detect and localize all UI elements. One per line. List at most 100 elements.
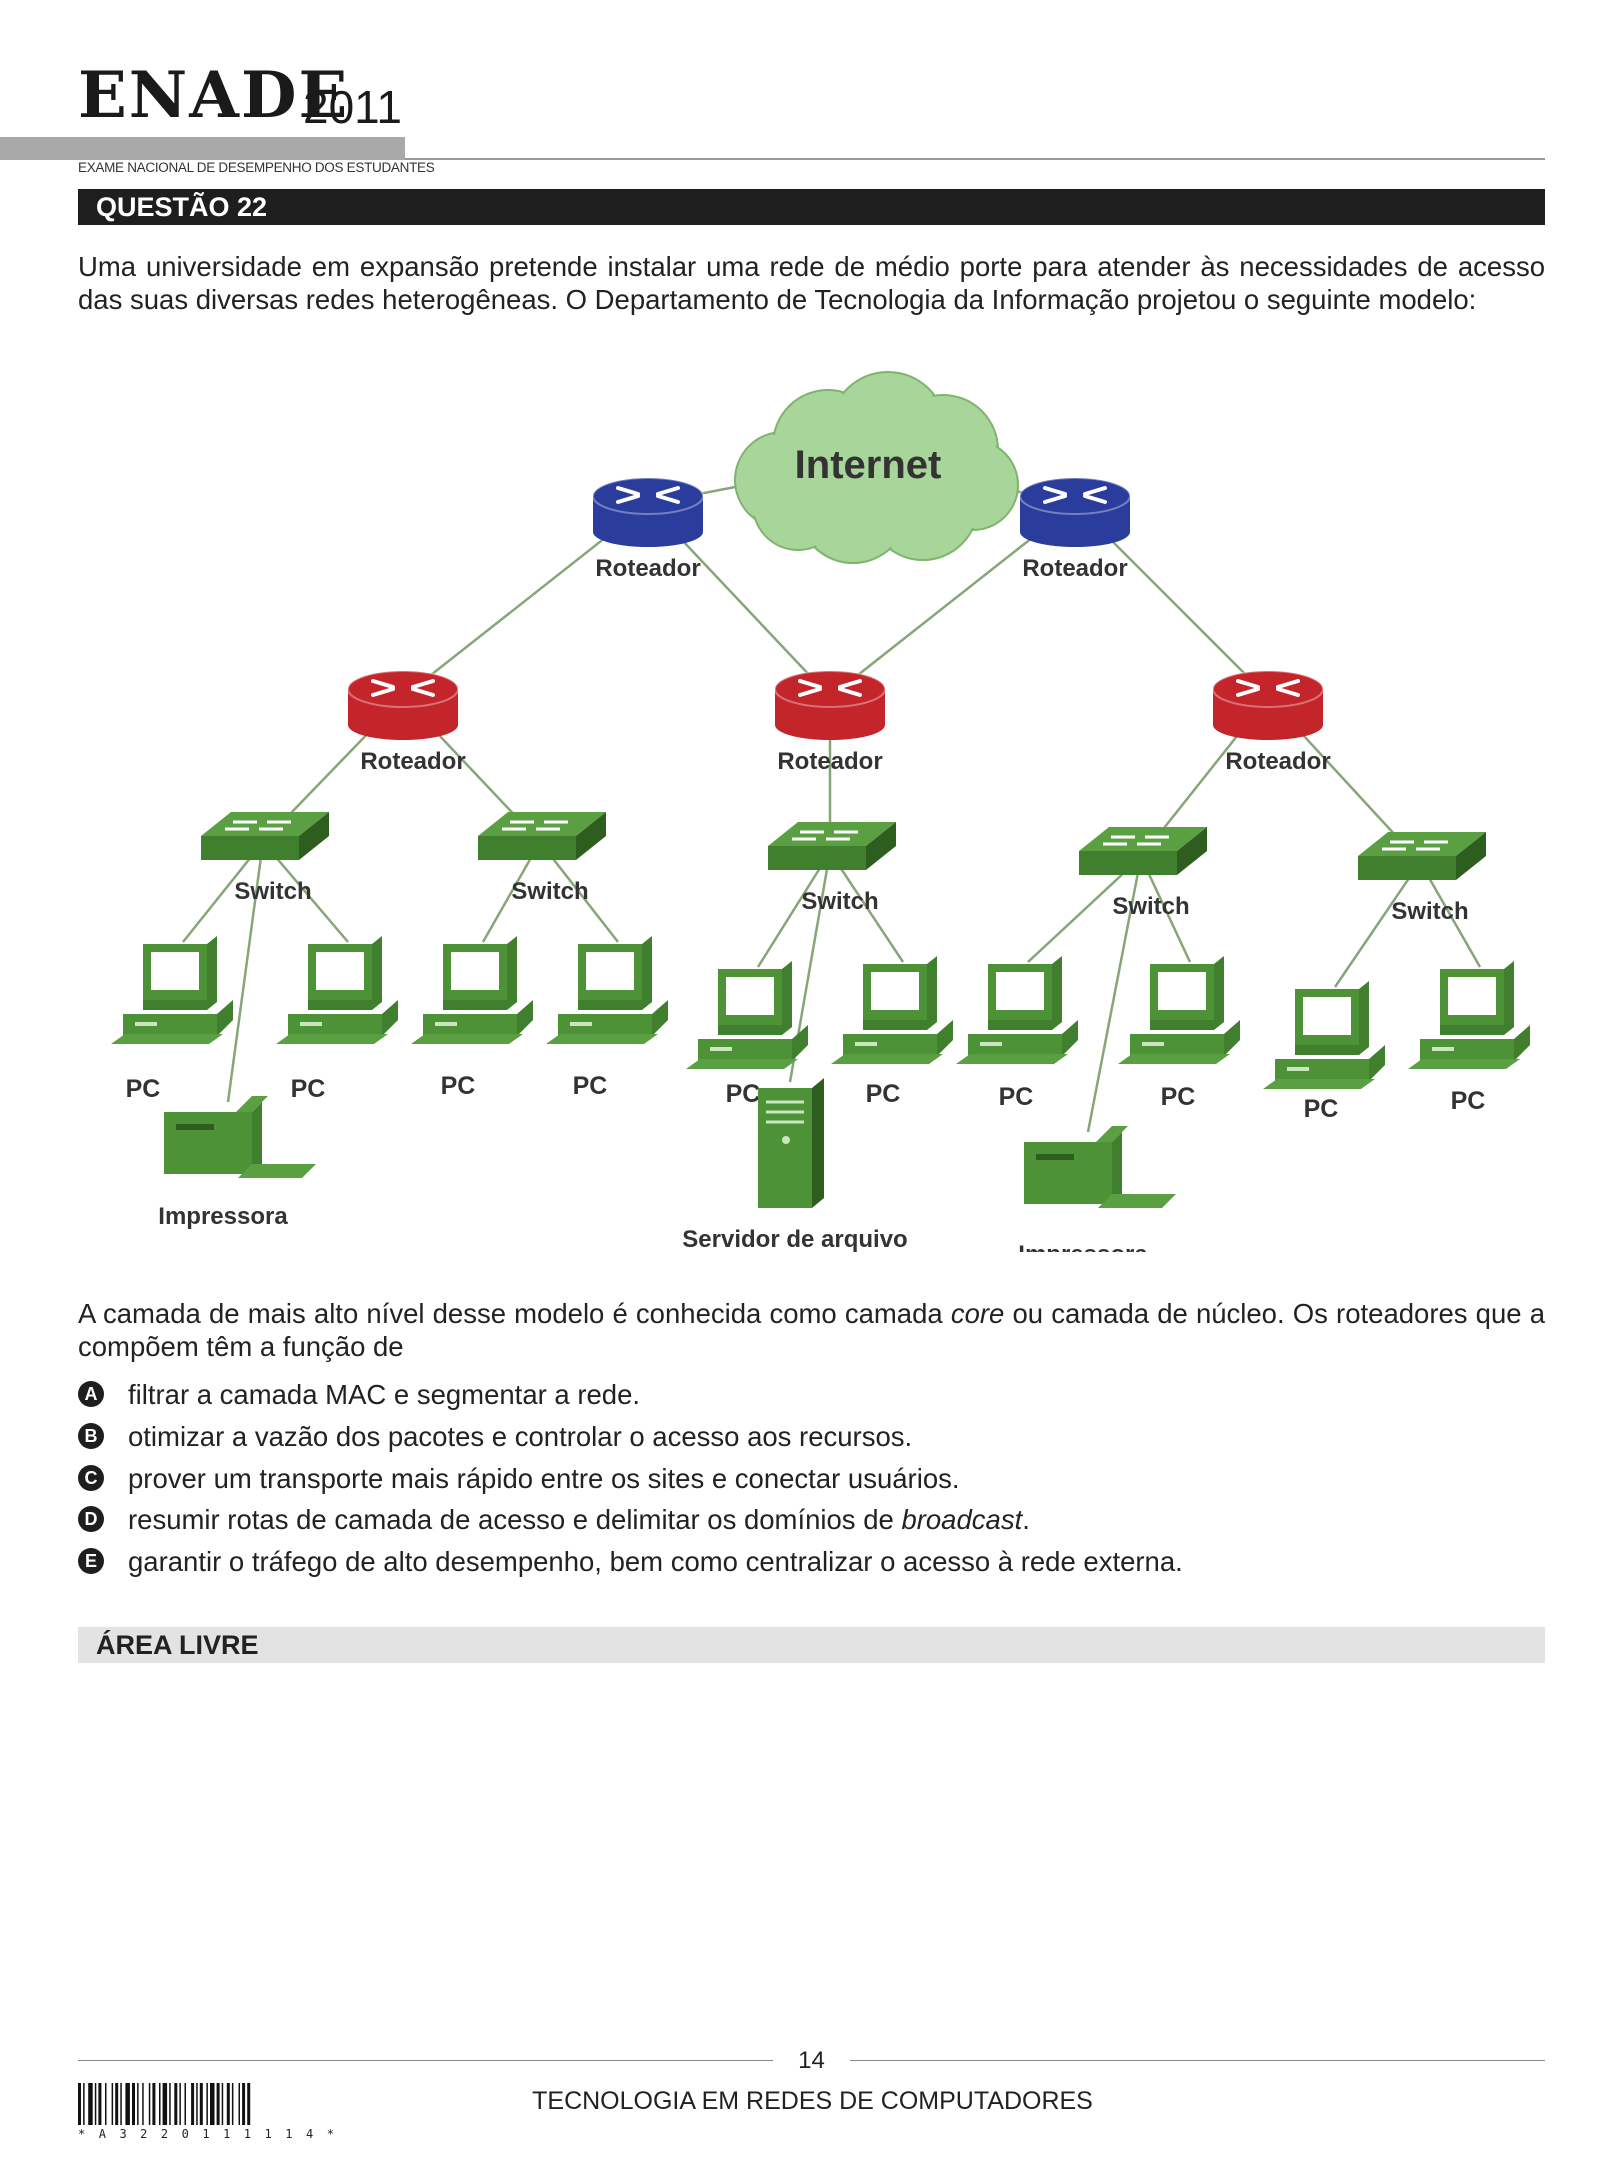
pc-label: PC (1161, 1083, 1196, 1111)
switch-label: Switch (1391, 898, 1468, 925)
free-area-title: ÁREA LIVRE (96, 1630, 259, 1660)
header-accent-bar (0, 137, 405, 160)
barcode-bar (247, 2083, 251, 2125)
option-text-tail: . (1022, 1504, 1030, 1535)
barcode-bar (159, 2083, 161, 2125)
distribution-router-icon (346, 669, 460, 742)
pc-label: PC (291, 1075, 326, 1103)
question-title: QUESTÃO 22 (96, 192, 268, 222)
stem-text-after: ou camada de núcleo. Os roteadores que a… (78, 1298, 1545, 1362)
printer-icon (164, 1096, 316, 1178)
pc-icon (956, 956, 1078, 1064)
switch-icon (476, 810, 608, 862)
option-text: garantir o tráfego de alto desempenho, b… (128, 1546, 1183, 1577)
barcode-bar (221, 2083, 224, 2125)
barcode-bar (210, 2083, 215, 2125)
switch-label: Switch (234, 878, 311, 905)
footer-divider-left (78, 2060, 773, 2061)
barcode-bar (125, 2083, 130, 2125)
distribution-router-label: Roteador (777, 748, 882, 775)
option-text: resumir rotas de camada de acesso e deli… (128, 1504, 902, 1535)
barcode-bar (94, 2083, 97, 2125)
link-line (1086, 856, 1143, 1133)
option-text-group: resumir rotas de camada de acesso e deli… (128, 1503, 1030, 1536)
barcode-bar (120, 2083, 122, 2125)
pc-label: PC (441, 1072, 476, 1100)
pc-icon (411, 936, 533, 1044)
question-stem: A camada de mais alto nível desse modelo… (78, 1297, 1545, 1363)
barcode-bar (191, 2083, 195, 2125)
barcode-bar (169, 2083, 171, 2125)
barcode-bar (152, 2083, 156, 2125)
distribution-router-icon (1211, 669, 1325, 742)
option-letter: C (78, 1465, 104, 1491)
pc-label: PC (1451, 1087, 1486, 1115)
barcode-bar (162, 2083, 168, 2125)
link-line (828, 851, 905, 963)
barcode-bar (184, 2083, 186, 2125)
switch-icon (766, 820, 898, 872)
barcode-bar (98, 2083, 102, 2125)
pc-icon (1118, 956, 1240, 1064)
internet-label: Internet (795, 443, 942, 487)
pc-icon (1263, 981, 1385, 1089)
link-line (1333, 861, 1422, 988)
printer-label: Impressora (1018, 1241, 1148, 1252)
stem-text-before: A camada de mais alto nível desse modelo… (78, 1298, 951, 1329)
pc-icon (276, 936, 398, 1044)
pc-icon (546, 936, 668, 1044)
internet-cloud-icon (734, 371, 1019, 564)
pc-icon (831, 956, 953, 1064)
option-letter: D (78, 1506, 104, 1532)
barcode-bar (137, 2083, 139, 2125)
header-divider (405, 158, 1545, 160)
switch-label: Switch (801, 888, 878, 915)
switch-label: Switch (1112, 893, 1189, 920)
free-area-bar (78, 1627, 1545, 1663)
core-router-icon (1018, 476, 1132, 549)
pc-label: PC (999, 1083, 1034, 1111)
question-header-bar (78, 189, 1545, 225)
barcode-bar (115, 2083, 119, 2125)
pc-label: PC (726, 1080, 761, 1108)
option-text: filtrar a camada MAC e segmentar a rede. (128, 1379, 641, 1410)
distribution-router-icon (773, 669, 887, 742)
link-line (756, 851, 832, 968)
barcode-bar (148, 2083, 151, 2125)
barcode-bar (242, 2083, 246, 2125)
option-letter: E (78, 1548, 104, 1574)
core-router-icon (591, 476, 705, 549)
pc-label: PC (126, 1075, 161, 1103)
switch-icon (199, 810, 331, 862)
course-name: TECNOLOGIA EM REDES DE COMPUTADORES (532, 2087, 1093, 2115)
core-router-label: Roteador (595, 555, 700, 582)
barcode-bar (174, 2083, 178, 2125)
barcode (78, 2083, 251, 2125)
page-number: 14 (798, 2047, 825, 2074)
option-letter: A (78, 1381, 104, 1407)
barcode-bar (206, 2083, 208, 2125)
barcode-bar (105, 2083, 107, 2125)
enade-logo: ENADE (78, 58, 350, 133)
barcode-bar (142, 2083, 144, 2125)
distribution-router-label: Roteador (360, 748, 465, 775)
barcode-bar (88, 2083, 93, 2125)
barcode-bar (238, 2083, 240, 2125)
barcode-bar (111, 2083, 114, 2125)
option-text: otimizar a vazão dos pacotes e controlar… (128, 1421, 913, 1452)
option-italic-term: broadcast (901, 1504, 1023, 1535)
barcode-bar (231, 2083, 234, 2125)
printer-icon (1024, 1126, 1176, 1208)
pc-icon (111, 936, 233, 1044)
core-router-label: Roteador (1022, 555, 1127, 582)
pc-label: PC (866, 1080, 901, 1108)
barcode-bar (78, 2083, 81, 2125)
barcode-bar (179, 2083, 181, 2125)
barcode-bar (226, 2083, 230, 2125)
pc-icon (1408, 961, 1530, 1069)
barcode-bar (132, 2083, 135, 2125)
stem-italic-term: core (950, 1298, 1005, 1329)
file-server-icon (756, 1076, 826, 1210)
switch-icon (1077, 825, 1209, 877)
